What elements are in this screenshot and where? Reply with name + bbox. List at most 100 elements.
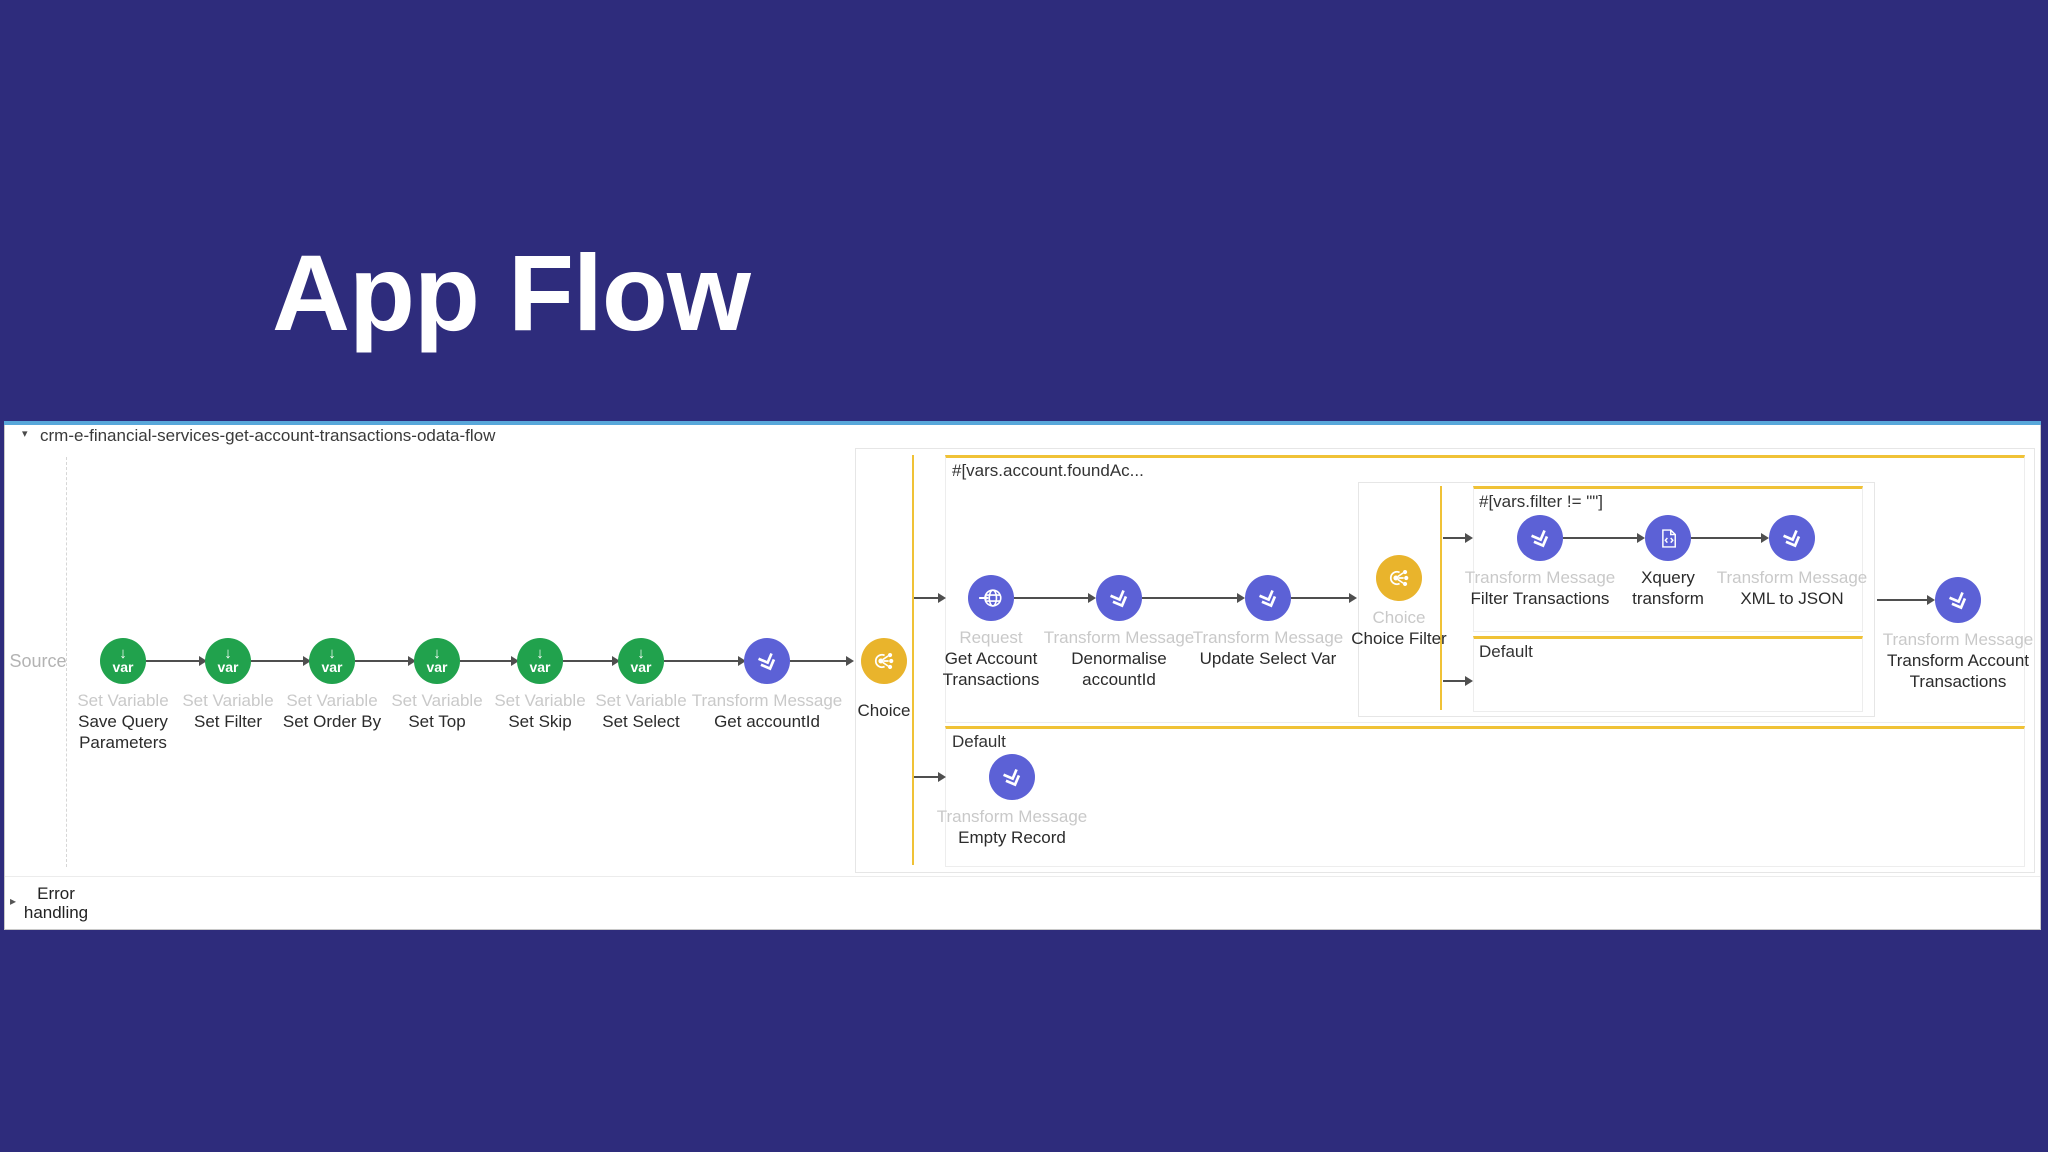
- flow-arrow: [1142, 593, 1245, 603]
- set-variable-icon: ↓ var: [205, 638, 251, 684]
- node-choice[interactable]: Choice: [804, 638, 964, 721]
- slide-title: App Flow: [272, 232, 751, 353]
- transform-message-icon: [1096, 575, 1142, 621]
- node-name-label: Update Select Var: [1199, 649, 1337, 668]
- flow-arrow: [460, 656, 519, 666]
- node-name-label: Empty Record: [958, 828, 1066, 847]
- flow-arrow: [355, 656, 416, 666]
- flow-arrow: [146, 656, 207, 666]
- node-set-top[interactable]: ↓ var Set Variable Set Top: [357, 638, 517, 732]
- default-route-label: Default: [952, 732, 1006, 751]
- node-name-label: Set Order By: [282, 712, 382, 731]
- node-get-account-transactions[interactable]: Request Get Account Transactions: [911, 575, 1071, 690]
- set-variable-icon: ↓ var: [414, 638, 460, 684]
- node-name-label: Set Filter: [193, 712, 263, 731]
- node-name-label: Filter Transactions: [1470, 589, 1610, 608]
- source-label: Source: [9, 651, 67, 671]
- flow-arrow: [664, 656, 746, 666]
- branch-arrow-when: [914, 593, 946, 603]
- node-type-label: Set Variable: [182, 691, 274, 710]
- node-name-label: Set Select: [602, 712, 680, 731]
- node-name-label: Save Query Parameters: [78, 712, 168, 752]
- node-type-label: Transform Message: [691, 691, 843, 710]
- set-variable-icon: ↓ var: [517, 638, 563, 684]
- choice-icon: [1376, 555, 1422, 601]
- node-save-query-parameters[interactable]: ↓ var Set Variable Save Query Parameters: [43, 638, 203, 753]
- node-type-label: Transform Message: [1192, 628, 1344, 647]
- transform-message-icon: [1245, 575, 1291, 621]
- choice-icon: [861, 638, 907, 684]
- node-type-label: Transform Message: [1882, 630, 2034, 649]
- http-request-icon: [968, 575, 1014, 621]
- node-type-label: Set Variable: [595, 691, 687, 710]
- node-denormalise-accountid[interactable]: Transform Message Denormalise accountId: [1039, 575, 1199, 690]
- flow-arrow: [790, 656, 854, 666]
- transform-message-icon: [1935, 577, 1981, 623]
- xquery-document-icon: [1645, 515, 1691, 561]
- flow-arrow: [563, 656, 620, 666]
- error-handling-label[interactable]: Error handling: [23, 884, 89, 922]
- node-set-skip[interactable]: ↓ var Set Variable Set Skip: [460, 638, 620, 732]
- flow-arrow: [1291, 593, 1357, 603]
- set-variable-icon: ↓ var: [618, 638, 664, 684]
- node-name-label: Get accountId: [714, 712, 820, 731]
- flow-arrow: [1014, 593, 1096, 603]
- node-type-label: Transform Message: [1464, 568, 1616, 587]
- node-name-label: XML to JSON: [1740, 589, 1844, 608]
- node-type-label: Transform Message: [936, 807, 1088, 826]
- node-type-label: Transform Message: [1716, 568, 1868, 587]
- flow-collapse-icon[interactable]: ▾: [22, 428, 28, 440]
- flow-name[interactable]: crm-e-financial-services-get-account-tra…: [40, 426, 496, 445]
- node-set-filter[interactable]: ↓ var Set Variable Set Filter: [148, 638, 308, 732]
- set-variable-icon: ↓ var: [309, 638, 355, 684]
- nested-branch-arrow-default: [1443, 676, 1473, 686]
- node-type-label: Choice: [1372, 608, 1426, 627]
- error-handling-collapse-icon[interactable]: ▸: [10, 894, 17, 908]
- default-route-box[interactable]: [945, 726, 2025, 867]
- flow-arrow: [1691, 533, 1769, 543]
- node-name-label: Xquery transform: [1632, 568, 1704, 608]
- transform-message-icon: [1769, 515, 1815, 561]
- node-type-label: Set Variable: [494, 691, 586, 710]
- transform-message-icon: [1517, 515, 1563, 561]
- node-set-order-by[interactable]: ↓ var Set Variable Set Order By: [252, 638, 412, 732]
- node-name-label: Get Account Transactions: [942, 649, 1040, 689]
- node-xquery-transform[interactable]: Xquery transform: [1588, 515, 1748, 609]
- transform-message-icon: [744, 638, 790, 684]
- node-type-label: Set Variable: [77, 691, 169, 710]
- node-get-account-id[interactable]: Transform Message Get accountId: [687, 638, 847, 732]
- branch-arrow-default: [914, 772, 946, 782]
- node-name-label: Set Skip: [508, 712, 572, 731]
- node-empty-record[interactable]: Transform Message Empty Record: [932, 754, 1092, 848]
- choice-branch-line: [912, 455, 914, 865]
- node-name-label: Set Top: [408, 712, 466, 731]
- node-name-label: Choice: [857, 701, 911, 720]
- node-type-label: Set Variable: [286, 691, 378, 710]
- nested-default-route-box[interactable]: [1473, 636, 1863, 712]
- panel-accent-bar: [4, 421, 2041, 425]
- node-name-label: Denormalise accountId: [1071, 649, 1167, 689]
- node-type-label: Request: [959, 628, 1023, 647]
- choice-filter-branch-line: [1440, 486, 1442, 710]
- node-set-select[interactable]: ↓ var Set Variable Set Select: [561, 638, 721, 732]
- flow-arrow: [1563, 533, 1645, 543]
- when-condition: #[vars.account.foundAc...: [952, 461, 1144, 480]
- node-transform-account-transactions[interactable]: Transform Message Transform Account Tran…: [1863, 577, 2048, 692]
- node-update-select-var[interactable]: Transform Message Update Select Var: [1188, 575, 1348, 669]
- node-type-label: Set Variable: [391, 691, 483, 710]
- transform-message-icon: [989, 754, 1035, 800]
- set-variable-icon: ↓ var: [100, 638, 146, 684]
- nested-when-condition: #[vars.filter != ""]: [1479, 492, 1604, 511]
- flow-arrow: [251, 656, 311, 666]
- flow-arrow: [1877, 595, 1935, 605]
- node-xml-to-json[interactable]: Transform Message XML to JSON: [1712, 515, 1872, 609]
- node-name-label: Transform Account Transactions: [1886, 651, 2030, 691]
- node-choice-filter[interactable]: Choice Choice Filter: [1319, 555, 1479, 649]
- error-handling-divider: [5, 876, 2040, 877]
- node-filter-transactions[interactable]: Transform Message Filter Transactions: [1460, 515, 1620, 609]
- nested-default-route-label: Default: [1479, 642, 1533, 661]
- source-divider: [66, 457, 67, 867]
- node-name-label: Choice Filter: [1351, 629, 1447, 648]
- nested-branch-arrow-when: [1443, 533, 1473, 543]
